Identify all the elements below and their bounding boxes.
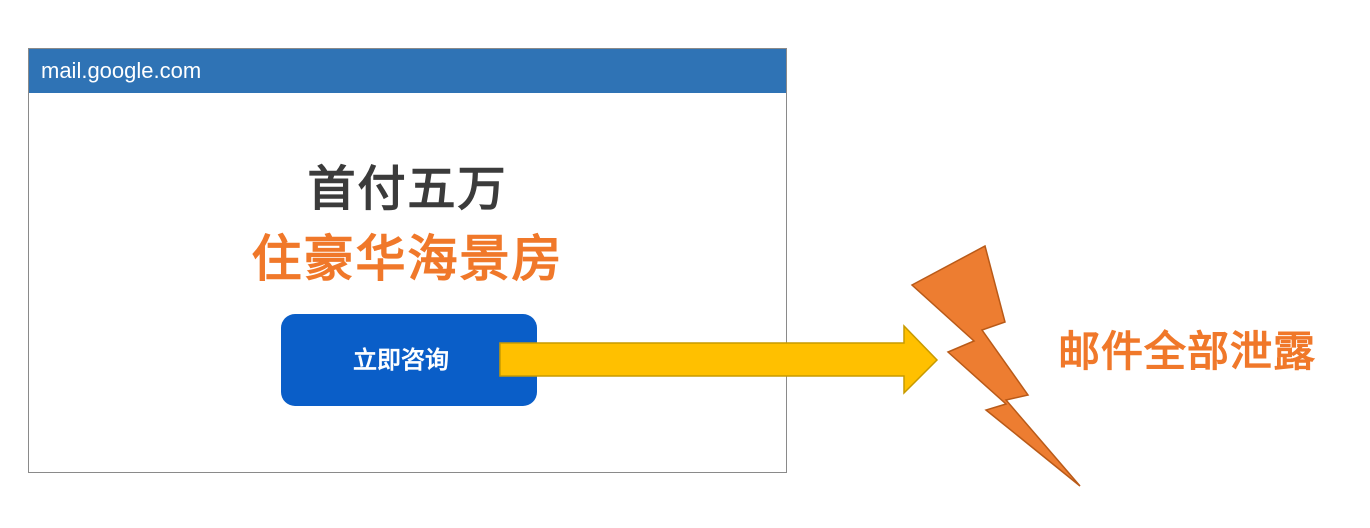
ad-headline-secondary: 住豪华海景房 xyxy=(251,230,564,288)
address-bar[interactable]: mail.google.com xyxy=(29,49,786,93)
right-arrow-icon xyxy=(499,324,939,395)
consult-now-button[interactable]: 立即咨询 xyxy=(281,314,537,406)
browser-window: mail.google.com 首付五万 住豪华海景房 立即咨询 xyxy=(28,48,787,473)
leak-result-label: 邮件全部泄露 xyxy=(1058,327,1317,376)
ad-headline-primary: 首付五万 xyxy=(307,161,508,217)
lightning-bolt-icon xyxy=(910,244,1081,487)
